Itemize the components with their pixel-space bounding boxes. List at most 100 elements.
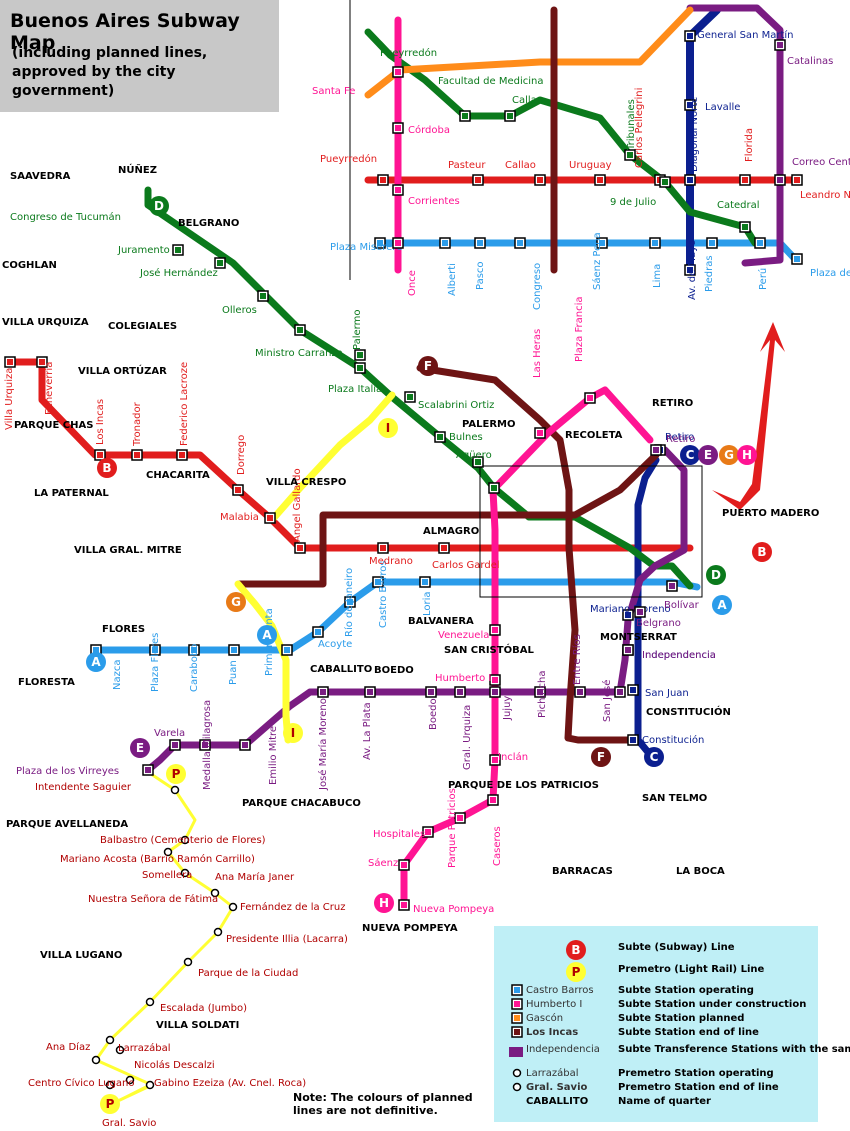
- line-badge-g-1: [226, 592, 246, 612]
- quarter-chacarita: CHACARITA: [146, 470, 210, 481]
- quarter-la-paternal: LA PATERNAL: [34, 488, 109, 499]
- station-p-somellera-marker: [180, 868, 190, 878]
- station-e-entre-rios-label: Entre Ríos: [571, 634, 583, 685]
- station-h-corrientes-label: Corrientes: [408, 196, 460, 207]
- line-badge-e-1: [130, 738, 150, 758]
- line-badge-i-1-letter: I: [386, 421, 390, 435]
- station-a-plaza-flores-label: Plaza Flores: [150, 633, 161, 692]
- station-a-plaza-de-mayo-marker: [794, 256, 800, 262]
- station-h-venezuela-label: Venezuela: [438, 630, 489, 641]
- line-c-main-route: [634, 456, 660, 761]
- station-d-plaza-italia-marker: [357, 365, 363, 371]
- line-e-inset-route: [686, 4, 784, 267]
- station-a-plaza-flores-marker: [152, 647, 158, 653]
- station-p-parque-de-la-ciudad-marker: [145, 997, 155, 1007]
- station-a-plaza-miserere-marker: [377, 240, 383, 246]
- station-b-los-incas-marker: [97, 452, 103, 458]
- station-e-jujuy-label: Jujuy: [502, 696, 513, 721]
- station-c-san-juan-marker: [630, 687, 636, 693]
- line-badge-e-1-letter: E: [136, 741, 144, 755]
- legend-text-7: Subte Transference Stations with the sam…: [618, 1044, 850, 1055]
- station-b-pueyrredon-marker: [380, 177, 386, 183]
- line-badge-g-2-letter: G: [724, 448, 734, 462]
- station-a-rio-de-janeiro-label: Río de Janeiro: [343, 568, 355, 637]
- station-a-peru-label: Perú: [757, 268, 769, 290]
- station-p-intendente-saguier-marker: [170, 785, 180, 795]
- station-h-las-heras-marker: [537, 430, 543, 436]
- station-e-catalinas-marker: [777, 42, 783, 48]
- station-d-pueyrredon-label: Pueyrredón: [380, 47, 437, 59]
- station-b-uruguay-marker: [597, 177, 603, 183]
- station-a-pasco-label: Pasco: [475, 261, 486, 290]
- quarter-villa-ortuzar: VILLA ORTÚZAR: [78, 364, 167, 377]
- station-p-intendente-saguier-label: Intendente Saguier: [35, 782, 132, 793]
- station-e-plaza-de-los-virreyes-marker: [145, 767, 151, 773]
- station-a-carabobo-marker: [191, 647, 197, 653]
- legend-station-icon-3: [514, 1001, 520, 1007]
- station-c-mariano-moreno-label: Mariano Moreno: [590, 604, 671, 615]
- station-b-federico-lacroze-label: Federico Lacroze: [179, 362, 190, 446]
- station-a-castro-barros-label: Castro Barros: [378, 560, 389, 628]
- quarter-coghlan: COGHLAN: [2, 260, 57, 271]
- station-d-pueyrredon-marker: [491, 485, 497, 491]
- station-h-plaza-francia-marker: [587, 395, 593, 401]
- station-a-castro-barros-marker: [375, 579, 381, 585]
- station-b-medrano-label: Medrano: [369, 556, 413, 567]
- quarter-nunez: NÚÑEZ: [118, 163, 157, 176]
- station-c-independencia-label: Independencia: [642, 650, 716, 661]
- line-badge-d-2-letter: D: [711, 568, 721, 582]
- station-h-santa-fe-label: Santa Fe: [312, 86, 355, 97]
- station-a-primera-junta-marker: [284, 647, 290, 653]
- line-badge-c-1-letter: C: [686, 448, 695, 462]
- station-b-dorrego-label: Dorrego: [236, 435, 247, 475]
- station-a-saenz-pena-label: Sáenz Peña: [591, 232, 603, 290]
- station-h-cordoba-label: Córdoba: [408, 124, 450, 136]
- station-a-saenz-pena-marker: [599, 240, 605, 246]
- line-badge-e-2: [698, 445, 718, 465]
- station-d-jose-hernandez-marker: [217, 260, 223, 266]
- line-badge-d-2: [706, 565, 726, 585]
- station-b-angel-gallardo-label: Angel Gallardo: [292, 468, 303, 542]
- station-b-uruguay-label: Uruguay: [569, 160, 612, 171]
- line-i-route: [268, 391, 396, 524]
- line-f-route: [236, 451, 660, 588]
- station-b-pasteur-marker: [475, 177, 481, 183]
- station-p-larrazabal-marker: [115, 1045, 125, 1055]
- station-p-fernandez-de-la-cruz-label: Fernández de la Cruz: [240, 901, 345, 913]
- station-d-bulnes-label: Bulnes: [449, 432, 483, 443]
- station-h-hospitales-marker: [425, 829, 431, 835]
- station-b-echeverria-label: Echeverría: [43, 362, 55, 415]
- downtown-zoom-box: [479, 465, 703, 598]
- station-b-florida-label: Florida: [744, 128, 755, 162]
- line-d-inset-route: [364, 28, 759, 247]
- station-b-callao-label: Callao: [505, 160, 536, 171]
- title-box: Buenos Aires Subway Map (including plann…: [0, 0, 279, 112]
- station-d-catedral-marker: [742, 224, 748, 230]
- station-e-pichincha-marker: [537, 689, 543, 695]
- station-c-diagonal-norte-marker: [687, 177, 693, 183]
- line-g-route: [416, 364, 637, 744]
- line-d-route: [144, 186, 694, 590]
- legend-line-badge-p-letter: P: [572, 965, 581, 979]
- station-d-aguero-label: Agüero: [456, 450, 492, 461]
- station-d-scalabrini-ortiz-marker: [407, 394, 413, 400]
- legend-sample-los-incas: Los Incas: [526, 1027, 578, 1038]
- station-b-echeverria-marker: [39, 359, 45, 365]
- station-a-loria-label: Loria: [422, 591, 433, 616]
- station-p-centro-civico-lugano-marker: [105, 1080, 115, 1090]
- line-badge-c-1: [680, 445, 700, 465]
- station-b-villa-urquiza-label: Villa Urquiza: [4, 368, 15, 430]
- station-b-carlos-gardel-label: Carlos Gardel: [432, 560, 500, 571]
- line-badge-h-2: [737, 445, 757, 465]
- station-a-congreso-label: Congreso: [532, 263, 543, 310]
- station-p-centro-civico-lugano-label: Centro Cívico Lugano: [28, 1077, 135, 1089]
- station-p-nuestra-senora-de-fatima-marker: [228, 902, 238, 912]
- station-e-belgrano-marker: [637, 609, 643, 615]
- station-b-leandro-n-alem-label: Leandro N. Alem: [800, 190, 850, 201]
- station-h-humberto-i-marker: [492, 677, 498, 683]
- station-e-plaza-de-los-virreyes-label: Plaza de los Virreyes: [16, 766, 119, 777]
- legend-text-3: Subte Station operating: [618, 985, 754, 996]
- station-a-plaza-de-mayo-label: Plaza de Mayo: [810, 268, 850, 279]
- quarter-recoleta: RECOLETA: [565, 430, 623, 441]
- quarter-balvanera: BALVANERA: [408, 616, 474, 627]
